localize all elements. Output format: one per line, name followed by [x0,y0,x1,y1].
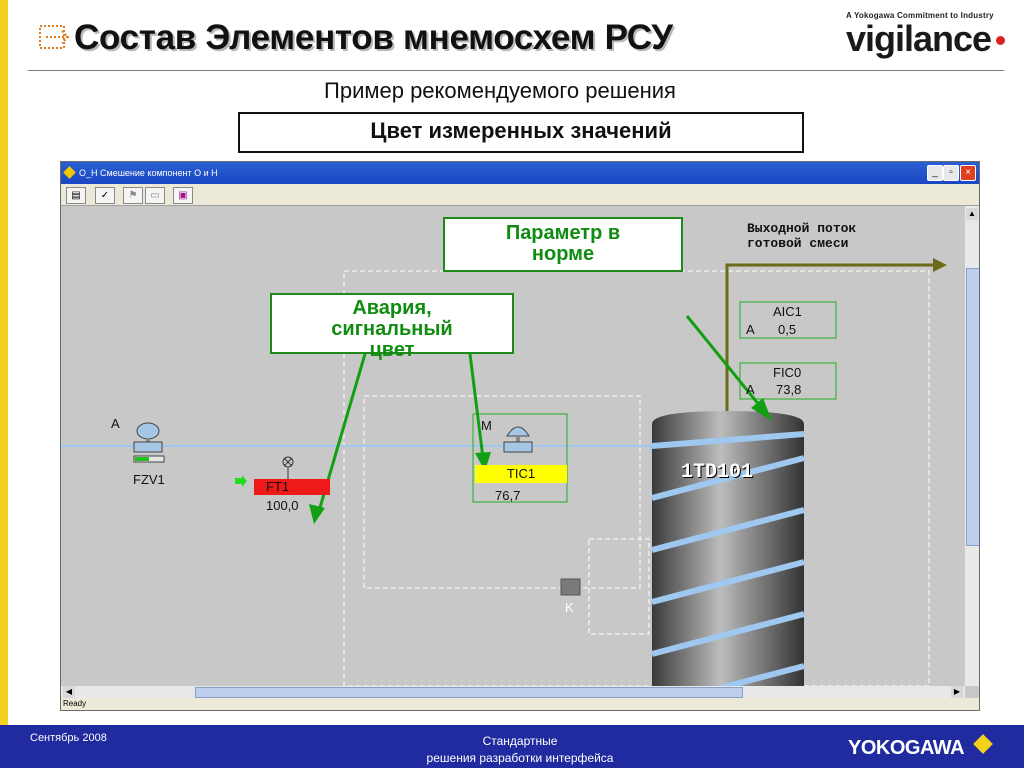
header-divider [28,70,1004,71]
footer-caption-line1: Стандартные [482,734,558,748]
tic1-warning-tag[interactable]: TIC1 [475,465,567,483]
window-title: O_H Смешение компонент O и H [79,168,218,178]
aic1-tag[interactable]: AIC1 [773,304,802,319]
check-icon[interactable]: ✓ [95,187,115,204]
vertical-scrollbar[interactable]: ▲ [965,206,979,686]
fic0-mode: A [746,382,755,397]
alarm-callout-line1: Авария, [352,297,432,319]
status-bar: Ready [61,698,979,710]
fzv1-mode: A [111,416,120,431]
yokogawa-logo: YOKOGAWA [848,737,965,759]
normal-callout-line1: Параметр в [505,222,621,244]
ft1-value: 100,0 [266,498,299,513]
vigilance-logo: vigilance [846,18,992,59]
alarm-callout-line2: сигнальный [331,318,453,340]
group-frame-tic [363,395,641,589]
logo-dot-icon [996,36,1005,45]
footer-bar [0,725,1024,768]
footer-caption-line2: решения разработки интерфейса [426,751,614,765]
section-heading-box: Цвет измеренных значений [238,112,804,153]
tic1-mode: M [481,418,492,433]
alarm-callout-arrow-tic1 [468,353,485,459]
maximize-button[interactable]: ▫ [943,165,959,181]
scroll-left-icon[interactable]: ◀ [63,686,75,698]
scroll-right-icon[interactable]: ▶ [951,686,963,698]
product-outlet-line [725,263,941,411]
k-label: K [565,600,574,615]
outlet-label-line1: Выходной поток [747,221,857,236]
minimize-button[interactable]: _ [927,165,943,181]
alarm-arrowhead-tic1-icon [475,452,491,471]
folder-icon[interactable]: ▭ [145,187,165,204]
fic0-value: 73,8 [776,382,802,397]
k-block-icon [560,578,581,596]
normal-callout-line2: норме [531,243,595,265]
horizontal-scroll-thumb[interactable] [195,687,743,698]
tic1-value: 76,7 [495,488,521,503]
flow-transmitter-ft1-icon [282,456,294,480]
screen-icon[interactable]: ▣ [173,187,193,204]
mimic-window: O_H Смешение компонент O и H _ ▫ × ▤ ✓ ⚑… [60,161,980,711]
alarm-arrowhead-ft1-icon [309,504,325,524]
alarm-callout-line3: цвет [369,339,415,361]
tank-1td101-icon [652,411,804,686]
slide-subtitle: Пример рекомендуемого решения [324,78,676,103]
tank-label: 1TD101 [681,461,754,484]
fzv1-tag[interactable]: FZV1 [133,472,165,487]
fic0-tag[interactable]: FIC0 [773,365,802,380]
aic1-mode: A [746,322,755,337]
ft1-alarm-tag[interactable]: FT1 [254,479,330,495]
window-diamond-icon [63,166,76,179]
footer-date: Сентябрь 2008 [30,732,107,744]
dotted-arrow-icon [39,25,70,49]
page-title: Состав Элементов мнемосхем РСУ [74,18,673,57]
outlet-label-line2: готовой смеси [747,236,849,251]
footer-caption: Стандартные решения разработки интерфейс… [300,733,740,767]
valve-fzv1-icon [133,422,165,463]
vertical-scroll-thumb[interactable] [966,268,979,546]
print-icon[interactable]: ▤ [66,187,86,204]
mimic-graphics [61,258,947,686]
close-button[interactable]: × [960,165,976,181]
flag-icon[interactable]: ⚑ [123,187,143,204]
normal-parameter-callout: Параметр в норме [443,217,683,272]
alarm-pointer-icon [235,475,247,487]
valve-tic1-icon [503,426,533,453]
window-toolbar: ▤ ✓ ⚑ ▭ ▣ [61,184,979,206]
horizontal-scrollbar[interactable]: ◀ ▶ [61,686,965,698]
aic1-frame [739,301,837,339]
aic1-value: 0,5 [778,322,797,337]
scroll-up-icon[interactable]: ▲ [966,208,978,220]
logo-tagline: A Yokogawa Commitment to Industry [846,11,994,20]
accent-bar [0,0,8,768]
tic1-frame [472,413,568,503]
alarm-color-callout: Авария, сигнальный цвет [270,293,514,361]
group-frame-k [588,538,650,635]
window-titlebar[interactable]: O_H Смешение компонент O и H _ ▫ × [61,162,979,184]
outlet-arrow-icon [933,258,947,272]
normal-callout-arrowhead-icon [751,398,772,421]
mimic-canvas: Выходной поток готовой смеси A FZV1 FT1 … [61,206,965,686]
normal-callout-arrow [685,315,766,412]
